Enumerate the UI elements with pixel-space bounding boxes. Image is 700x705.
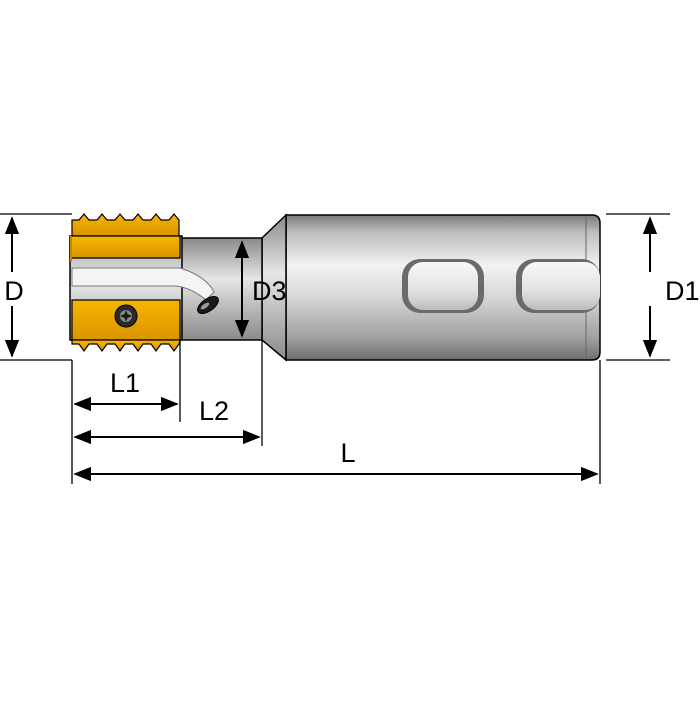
label-l1: L1 — [110, 368, 140, 398]
thread-insert-top — [69, 213, 181, 262]
label-d: D — [4, 276, 24, 306]
dimension-labels: D D1 D3 L1 L2 L — [2, 272, 700, 468]
label-d3: D3 — [252, 276, 287, 306]
extension-lines — [0, 213, 670, 484]
label-d1: D1 — [665, 276, 700, 306]
label-l2: L2 — [199, 396, 229, 426]
thread-insert-bottom — [71, 299, 181, 353]
label-l: L — [340, 438, 355, 468]
